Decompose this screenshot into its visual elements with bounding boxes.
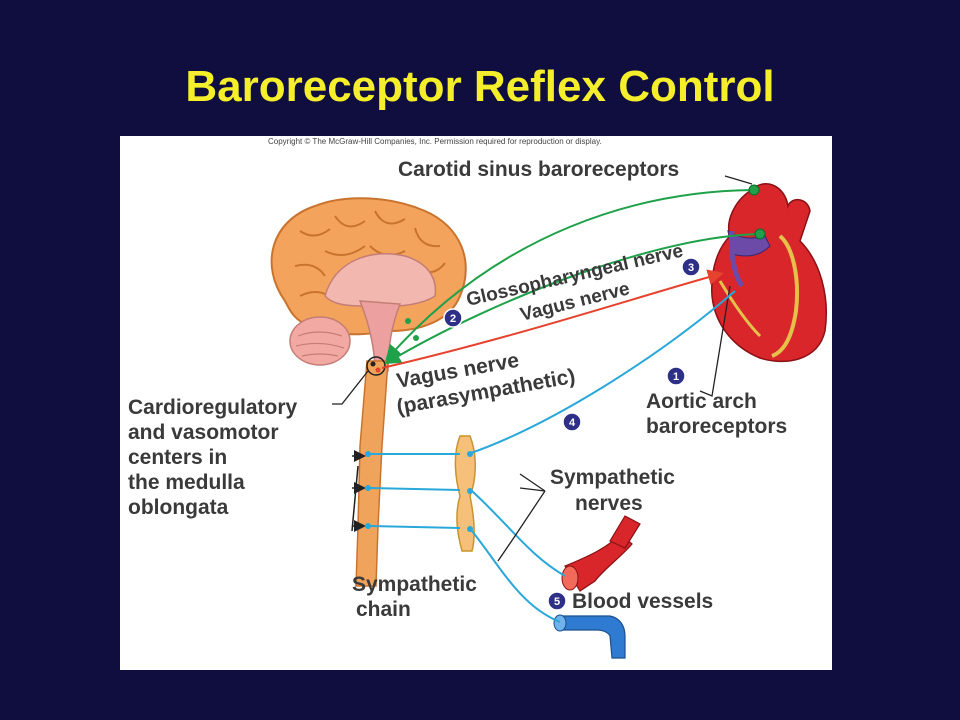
brain [270, 197, 467, 372]
postganglionic-fiber-vein [471, 530, 561, 623]
figure-panel: Copyright © The McGraw-Hill Companies, I… [120, 136, 832, 670]
step-badge-4: 4 [562, 412, 582, 432]
artery-vessel [564, 533, 633, 592]
label-centers-line-3: centers in [128, 446, 227, 469]
svg-text:4: 4 [569, 417, 576, 429]
vagus-motor-nerve [381, 269, 724, 369]
heart [711, 183, 828, 363]
reflex-diagram: Copyright © The McGraw-Hill Companies, I… [128, 137, 828, 659]
sympathetic-cardiac-nerve [467, 290, 736, 455]
sympathetic-nerves-leader [497, 473, 546, 562]
spinal-cord [355, 360, 389, 587]
step-badge-2: 2 [443, 308, 463, 328]
aortic-leader-line [699, 285, 731, 397]
vein-vessel [559, 615, 626, 659]
svg-text:5: 5 [554, 596, 560, 608]
label-carotid-sinus-baroreceptors: Carotid sinus baroreceptors [398, 158, 679, 181]
svg-text:3: 3 [688, 262, 694, 274]
vagus-sensory-nerve [384, 233, 761, 365]
preganglionic-fiber-2 [367, 487, 461, 491]
step-badge-1: 1 [666, 366, 686, 386]
postganglionic-fiber-artery [471, 490, 566, 577]
label-centers-line-5: oblongata [128, 496, 229, 519]
label-centers-line-1: Cardioregulatory [128, 396, 298, 419]
centers-leader-line [332, 370, 369, 405]
label-sympathetic-nerves-2: nerves [575, 492, 643, 515]
slide-title: Baroreceptor Reflex Control [185, 62, 775, 111]
descending-pathway [351, 465, 359, 532]
label-aortic-baroreceptors: baroreceptors [646, 415, 787, 438]
step-badge-5: 5 [547, 591, 567, 611]
copyright-text: Copyright © The McGraw-Hill Companies, I… [268, 137, 602, 146]
label-sympathetic-chain-1: Sympathetic [352, 573, 477, 596]
svg-text:2: 2 [450, 313, 456, 325]
carotid-leader-line [724, 175, 753, 185]
label-aortic-arch: Aortic arch [646, 390, 757, 413]
svg-text:1: 1 [673, 371, 679, 383]
preganglionic-fiber-3 [367, 525, 461, 529]
sympathetic-chain [454, 435, 476, 552]
medulla-center-marker [366, 356, 386, 376]
label-sympathetic-chain-2: chain [356, 598, 411, 621]
glossopharyngeal-nerve [385, 189, 755, 361]
label-centers-line-2: and vasomotor [128, 421, 279, 444]
label-blood-vessels: Blood vessels [572, 590, 713, 613]
label-sympathetic-nerves-1: Sympathetic [550, 466, 675, 489]
step-badge-3: 3 [681, 257, 701, 277]
label-centers-line-4: the medulla [128, 471, 245, 494]
